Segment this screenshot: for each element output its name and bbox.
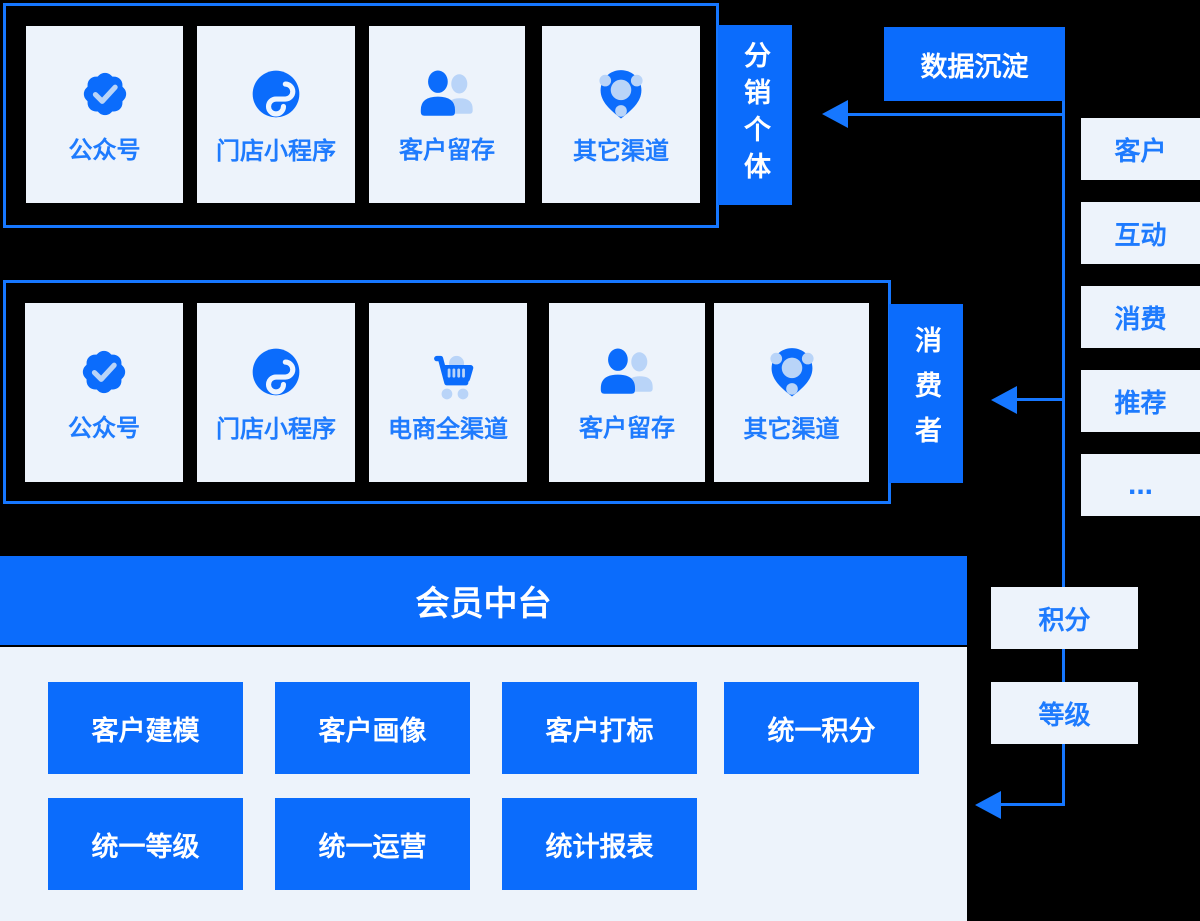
miniprogram-icon [252,70,300,117]
miniprogram-icon [252,348,300,395]
users-icon [420,69,473,116]
card-customer-retention: 客户留存 [369,26,525,203]
tag-label: 消费 [1114,303,1167,334]
arrowhead-to-platform [975,791,1001,819]
card-customer-retention: 客户留存 [549,303,705,482]
card-other-channels: 其它渠道 [542,26,700,203]
card-official-account: 公众号 [25,303,183,482]
channel-card-label: 其它渠道 [743,415,840,443]
channel-card-label: 公众号 [68,414,140,442]
distribution-individual-label: 分销个体 [718,25,792,205]
channel-card-label: 公众号 [68,136,141,164]
consumer-text: 消费者 [911,326,941,461]
tag-label: 推荐 [1114,387,1167,418]
card-ecommerce-omnichannel: 电商全渠道 [369,303,527,482]
membership-platform-title: 会员中台 [415,585,552,623]
distribution-individual-text: 分销个体 [740,41,770,189]
card-official-account: 公众号 [26,26,183,203]
channel-card-label: 其它渠道 [573,137,669,165]
network-icon [769,347,814,396]
tag-more: ... [1081,454,1200,516]
module-unified-level: 统一等级 [48,798,243,890]
module-label: 客户建模 [91,715,200,746]
badge-check-icon [82,350,126,393]
badge-check-icon [83,72,126,115]
module-customer-modeling: 客户建模 [48,682,243,774]
module-statistical-reports: 统计报表 [502,798,697,890]
trunk-connector-line [1062,100,1065,806]
tag-label: ... [1127,468,1153,501]
branch-line-to-consumer [1014,398,1062,401]
tag-label: 互动 [1114,219,1167,250]
channel-card-label: 客户留存 [399,136,495,164]
tag-label: 积分 [1038,604,1091,635]
tag-customer: 客户 [1081,118,1200,180]
arrowhead-to-consumer [991,386,1017,414]
card-store-miniprogram: 门店小程序 [197,303,355,482]
module-unified-points: 统一积分 [724,682,919,774]
module-label: 统一运营 [318,831,427,862]
card-other-channels: 其它渠道 [714,303,869,482]
data-deposition-title: 数据沉淀 [920,51,1029,82]
tag-level: 等级 [991,682,1138,744]
branch-line-to-distribution [846,113,1062,116]
tag-points: 积分 [991,587,1138,649]
users-icon [600,347,653,394]
module-label: 客户画像 [318,715,427,746]
cart-icon [434,355,474,399]
tag-consumption: 消费 [1081,286,1200,348]
module-label: 统一积分 [767,715,876,746]
card-store-miniprogram: 门店小程序 [197,26,355,203]
channel-card-label: 门店小程序 [216,137,336,165]
tag-recommendation: 推荐 [1081,370,1200,432]
arrowhead-to-distribution [822,100,848,128]
branch-line-to-platform [998,803,1064,806]
data-deposition-banner: 数据沉淀 [884,27,1065,101]
distribution-channels-frame [3,3,719,228]
consumer-label: 消费者 [889,304,963,483]
channel-card-label: 门店小程序 [216,415,336,443]
module-label: 统计报表 [545,831,654,862]
network-icon [599,69,643,118]
channel-card-label: 电商全渠道 [388,415,508,443]
module-label: 统一等级 [91,831,200,862]
tag-label: 等级 [1038,699,1091,730]
channel-card-label: 客户留存 [579,414,675,442]
module-unified-operation: 统一运营 [275,798,470,890]
tag-label: 客户 [1114,135,1167,166]
module-customer-profile: 客户画像 [275,682,470,774]
module-customer-tagging: 客户打标 [502,682,697,774]
tag-interaction: 互动 [1081,202,1200,264]
membership-platform-header: 会员中台 [0,556,967,645]
module-label: 客户打标 [545,715,654,746]
